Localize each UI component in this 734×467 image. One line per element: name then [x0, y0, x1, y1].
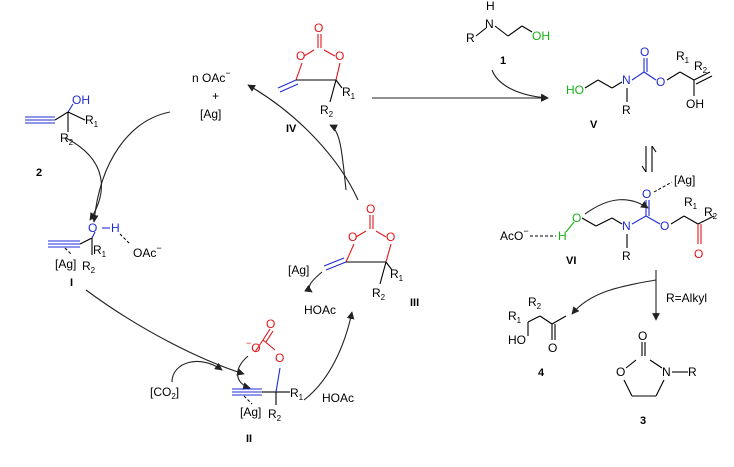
ring-o1-III: O — [348, 230, 357, 244]
ring-o-3: O — [616, 365, 625, 379]
n-label-VI: N — [622, 219, 631, 233]
cycle-arrows — [65, 84, 359, 401]
oac-label-I: OAc− — [133, 243, 162, 260]
ho-label-V: HO — [566, 83, 584, 97]
arrow-1-joins — [491, 69, 549, 102]
intermediate-VI: AcO− H O N R O [Ag] O R1 R2 O VI — [500, 173, 718, 267]
carbonyl-o-V: O — [640, 45, 649, 59]
ag-catalyst-label: [Ag] — [200, 107, 221, 121]
intermediate-IV: O O O R1 R2 IV — [277, 21, 356, 135]
r2-label-V: R2 — [694, 59, 708, 75]
ketone-o-VI: O — [694, 247, 703, 261]
carbonyl-o-III: O — [366, 202, 375, 216]
ag-label-I: [Ag] — [55, 257, 76, 271]
r1-label-III: R1 — [390, 267, 404, 283]
intermediate-I-label: I — [70, 277, 73, 289]
r2-label-4: R2 — [528, 295, 542, 311]
oh-label-V: OH — [686, 97, 704, 111]
carbonyl-o-IV: O — [314, 21, 323, 35]
ag-label-III: [Ag] — [288, 263, 309, 277]
r-label-3: R — [688, 365, 697, 379]
o-label-I: O — [88, 221, 97, 235]
r-label-V: R — [622, 103, 631, 117]
r2-label-II: R2 — [268, 407, 282, 423]
ketone-o-4: O — [548, 341, 557, 355]
oh-label: OH — [72, 93, 90, 107]
intermediate-III-label: III — [410, 297, 419, 309]
r1-label-IV: R1 — [342, 85, 356, 101]
product-3-number: 3 — [640, 415, 646, 427]
ether-o-V: O — [656, 75, 665, 89]
r-alkyl-label: R=Alkyl — [666, 291, 707, 305]
n-oac-label: n OAc− — [192, 68, 231, 85]
ether-o-VI: O — [660, 219, 669, 233]
product-4-number: 4 — [538, 367, 545, 379]
r1-label-V: R1 — [676, 49, 690, 65]
aco-label-VI: AcO− — [500, 226, 529, 243]
plus-sign: + — [212, 89, 219, 103]
n-label-1: N — [485, 17, 494, 31]
equilibrium-arrows — [641, 145, 657, 173]
intermediate-II: −O O O [Ag] R1 R2 II — [232, 317, 304, 445]
r-label-VI: R — [622, 249, 631, 263]
carbonyl-o-VI: O — [642, 187, 651, 201]
r2-label-IV: R2 — [320, 103, 334, 119]
ring-o1-IV: O — [296, 49, 305, 63]
ho-label-4: HO — [508, 333, 526, 347]
intermediate-V-label: V — [590, 119, 598, 131]
n-label-V: N — [622, 73, 631, 87]
ring-o2-IV: O — [335, 49, 344, 63]
r2-label-III: R2 — [372, 286, 386, 302]
oh-label-1: OH — [532, 29, 550, 43]
ag-label-VI: [Ag] — [674, 173, 695, 187]
r1-label-VI: R1 — [684, 195, 698, 211]
product-4: R1 R2 HO O 4 — [508, 295, 567, 379]
compound-2: OH R1 R2 2 — [25, 93, 99, 179]
co2-reagent: [CO2] — [150, 385, 179, 401]
r1-label-4: R1 — [508, 309, 522, 325]
o-label-VI: O — [572, 211, 581, 225]
intermediate-VI-label: VI — [566, 255, 576, 267]
compound-2-number: 2 — [36, 167, 42, 179]
r2-label-I: R2 — [82, 259, 96, 275]
hoac-label-III: HOAc — [304, 303, 336, 317]
intermediate-IV-label: IV — [286, 123, 297, 135]
ether-o-II: O — [275, 351, 284, 365]
r1-label-II: R1 — [290, 386, 304, 402]
r1-label-I: R1 — [93, 243, 107, 259]
arrow-to-product-4 — [571, 279, 657, 315]
r2-label: R2 — [60, 131, 74, 147]
intermediate-II-label: II — [246, 433, 252, 445]
carboxylate-o-II: −O — [246, 338, 261, 355]
ag-label-II: [Ag] — [240, 405, 261, 419]
r-label-1: R — [466, 31, 475, 45]
compound-1: R H N OH 1 — [466, 0, 550, 67]
intermediate-V: HO N R O O R1 R2 OH V — [566, 45, 713, 131]
intermediate-I: [Ag] O H OAc− R1 R2 I — [48, 221, 162, 289]
carbonyl-o-3: O — [638, 329, 647, 343]
ring-o2-III: O — [386, 230, 395, 244]
hoac-reagent: HOAc — [322, 391, 354, 405]
n-label-3: N — [662, 365, 671, 379]
h-label-VI: H — [558, 229, 567, 243]
product-3: O O N R 3 — [616, 329, 697, 427]
compound-1-number: 1 — [500, 55, 506, 67]
carbonyl-o-II: O — [266, 317, 275, 331]
r2-label-VI: R2 — [704, 205, 718, 221]
nh-h-label: H — [486, 0, 495, 13]
h-label-I: H — [111, 221, 120, 235]
intermediate-III: O O O [Ag] R1 R2 HOAc III — [288, 202, 419, 317]
catalyst-species: n OAc− + [Ag] — [192, 68, 231, 121]
r1-label: R1 — [85, 113, 99, 129]
